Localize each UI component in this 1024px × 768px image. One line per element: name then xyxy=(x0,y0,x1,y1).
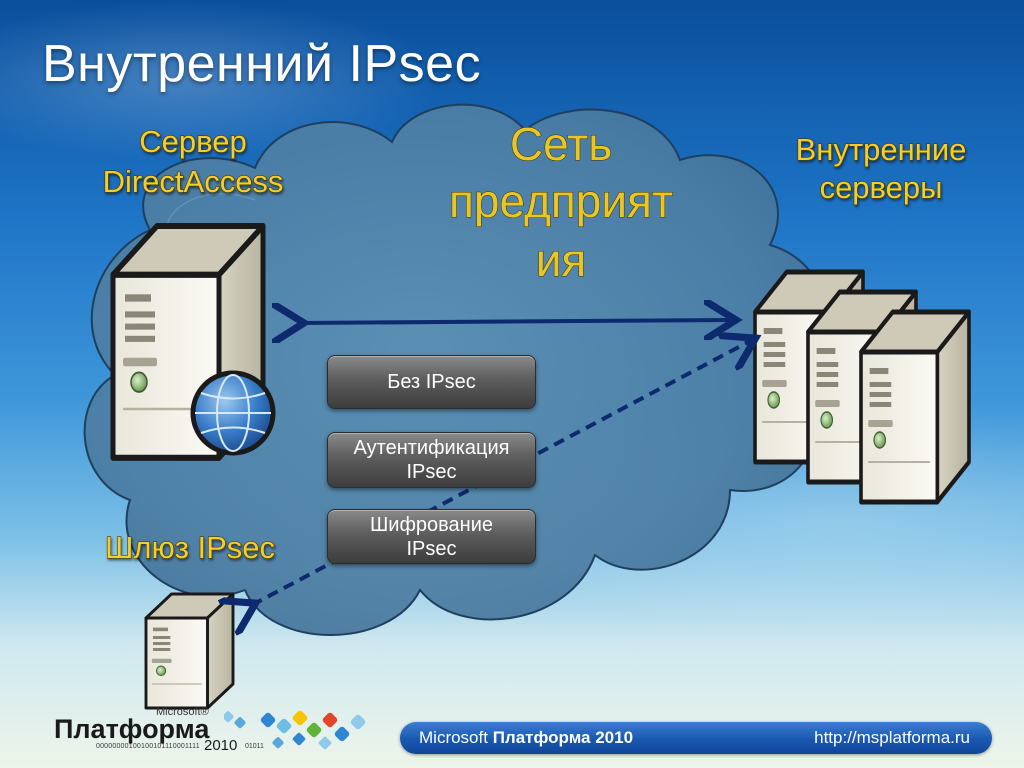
no-ipsec-option[interactable]: Без IPsec xyxy=(327,355,536,409)
cloud-title-line1: Сеть xyxy=(510,118,612,170)
directaccess-server-label-line2: DirectAccess xyxy=(103,164,284,199)
ipsec-encryption-line1: Шифрование xyxy=(369,513,494,536)
ipsec-gateway-label: Шлюз IPsec xyxy=(105,530,275,565)
footer-brand-prefix: Microsoft xyxy=(419,728,488,747)
no-ipsec-option-label: Без IPsec xyxy=(387,371,476,393)
direct-connection-arrow xyxy=(300,320,732,323)
logo-squares-icon xyxy=(224,710,366,750)
footer-brand: Microsoft Платформа 2010 xyxy=(419,728,633,748)
globe-icon xyxy=(190,370,276,456)
logo-word: Платформа xyxy=(54,714,210,744)
directaccess-server-label-line1: Сервер xyxy=(139,124,246,159)
internal-servers-label-line2: серверы xyxy=(820,170,943,205)
ipsec-authentication-line2: IPsec xyxy=(406,461,457,483)
gateway-server-icon xyxy=(144,592,235,710)
ipsec-authentication-line1: Аутентификация xyxy=(353,437,510,459)
platforma-logo: Платформа Microsoft® 0000000010010010111… xyxy=(52,704,402,764)
logo-binary-tail: 01011 xyxy=(245,743,264,750)
ipsec-encryption-line2: IPsec xyxy=(406,537,457,560)
logo-year: 2010 xyxy=(204,737,238,754)
footer-url-link[interactable]: http://msplatforma.ru xyxy=(814,728,970,747)
logo-binary: 00000000100100101110001111 xyxy=(96,743,200,750)
internal-servers-label-line1: Внутренние xyxy=(796,132,967,167)
logo-microsoft: Microsoft® xyxy=(156,706,209,718)
footer-bar: Microsoft Платформа 2010 http://msplatfo… xyxy=(400,722,992,754)
ipsec-encryption-option[interactable]: Шифрование IPsec xyxy=(327,509,536,564)
ipsec-authentication-option[interactable]: Аутентификация IPsec xyxy=(327,432,536,488)
slide-title: Внутренний IPsec xyxy=(42,35,482,93)
cloud-title-line3: ия xyxy=(536,234,587,286)
footer-brand-name: Платформа 2010 xyxy=(492,728,634,747)
cloud-title-line2: предприят xyxy=(449,175,673,227)
